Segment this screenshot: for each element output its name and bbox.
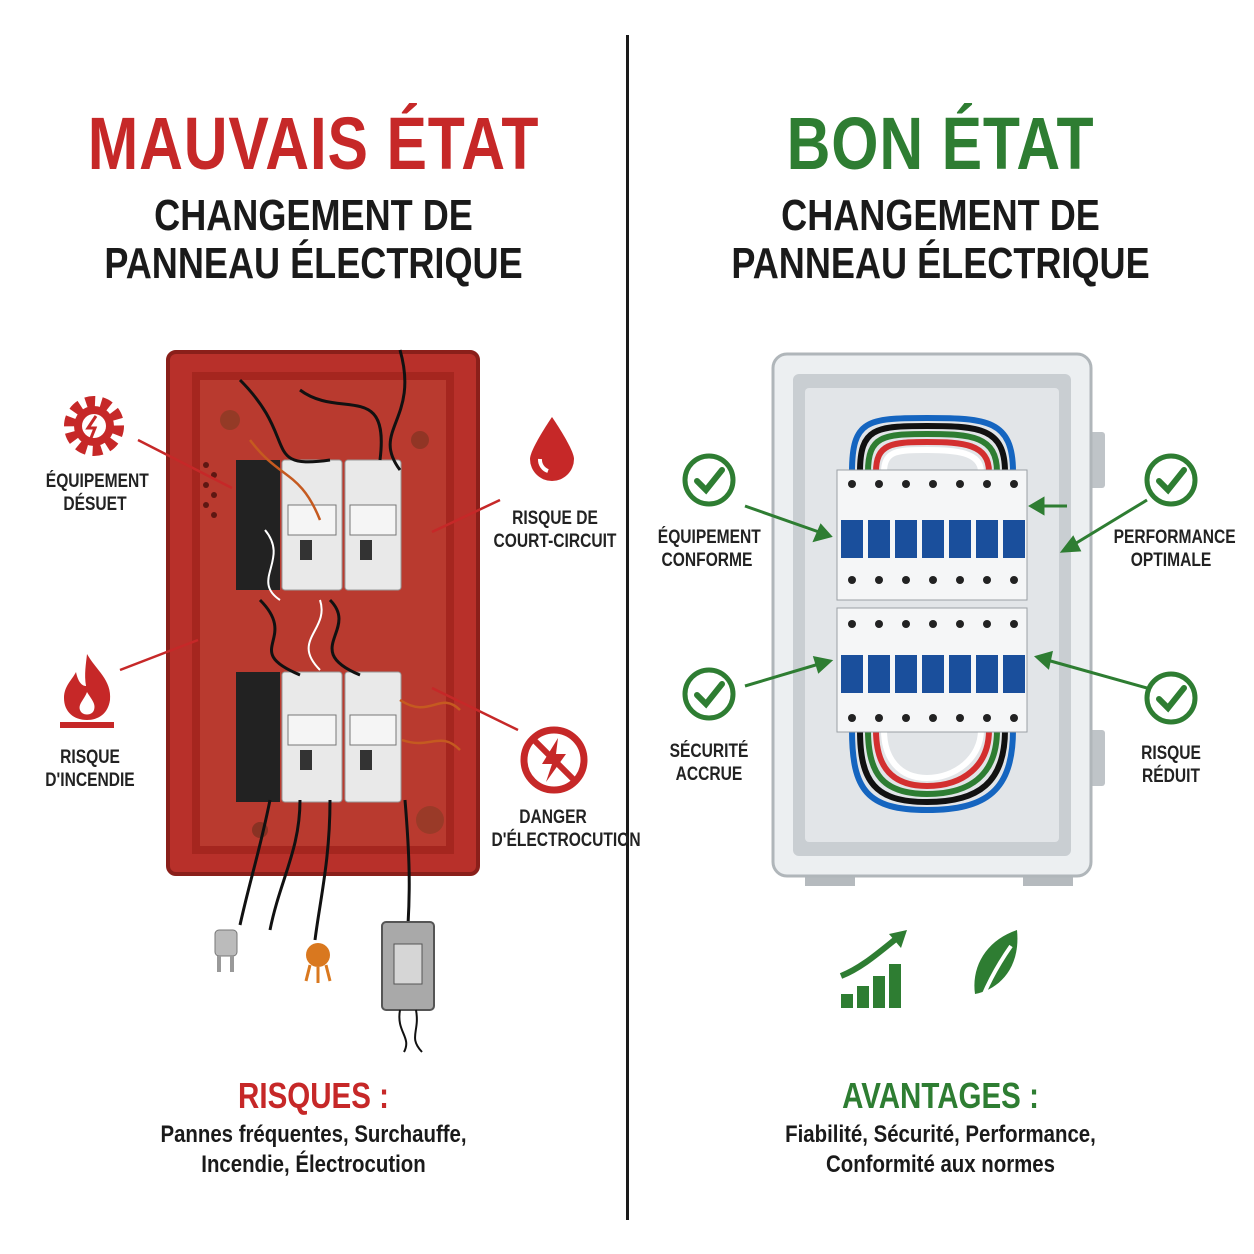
good-state-title: BON ÉTAT [786, 102, 1095, 185]
gear-warning-icon [64, 396, 124, 456]
growth-chart-icon [839, 930, 907, 1008]
bad-state-title: MAUVAIS ÉTAT [87, 102, 540, 185]
bad-state-panel: MAUVAIS ÉTAT CHANGEMENT DE PANNEAU ÉLECT… [45, 102, 641, 1179]
good-state-subtitle-line1: CHANGEMENT DE [781, 191, 1100, 240]
risks-line2: Incendie, Électrocution [201, 1151, 426, 1178]
leaf-icon [974, 930, 1018, 1013]
check-circle-icon [682, 453, 736, 507]
advantages-heading: AVANTAGES : [842, 1075, 1039, 1116]
advantages-line2: Conformité aux normes [826, 1151, 1055, 1178]
good-state-panel: BON ÉTAT CHANGEMENT DE PANNEAU ÉLECTRIQU… [627, 0, 1254, 1254]
check-circle-icon [1144, 453, 1198, 507]
good-state-subtitle-line2: PANNEAU ÉLECTRIQUE [731, 239, 1150, 288]
check-circle-icon [682, 667, 736, 721]
old-panel-illustration [119, 349, 519, 1053]
center-divider [626, 35, 629, 1220]
advantages-line1: Fiabilité, Sécurité, Performance, [785, 1121, 1096, 1148]
risks-heading: RISQUES : [238, 1075, 389, 1116]
bad-state-subtitle-line1: CHANGEMENT DE [154, 191, 473, 240]
check-circle-icon [1144, 671, 1198, 725]
fire-icon [60, 654, 114, 728]
drop-icon [530, 417, 574, 481]
no-electricity-icon [520, 726, 588, 794]
bad-state-subtitle-line2: PANNEAU ÉLECTRIQUE [104, 239, 523, 288]
risks-line1: Pannes fréquentes, Surchauffe, [160, 1121, 467, 1148]
new-panel-illustration [744, 352, 1148, 886]
